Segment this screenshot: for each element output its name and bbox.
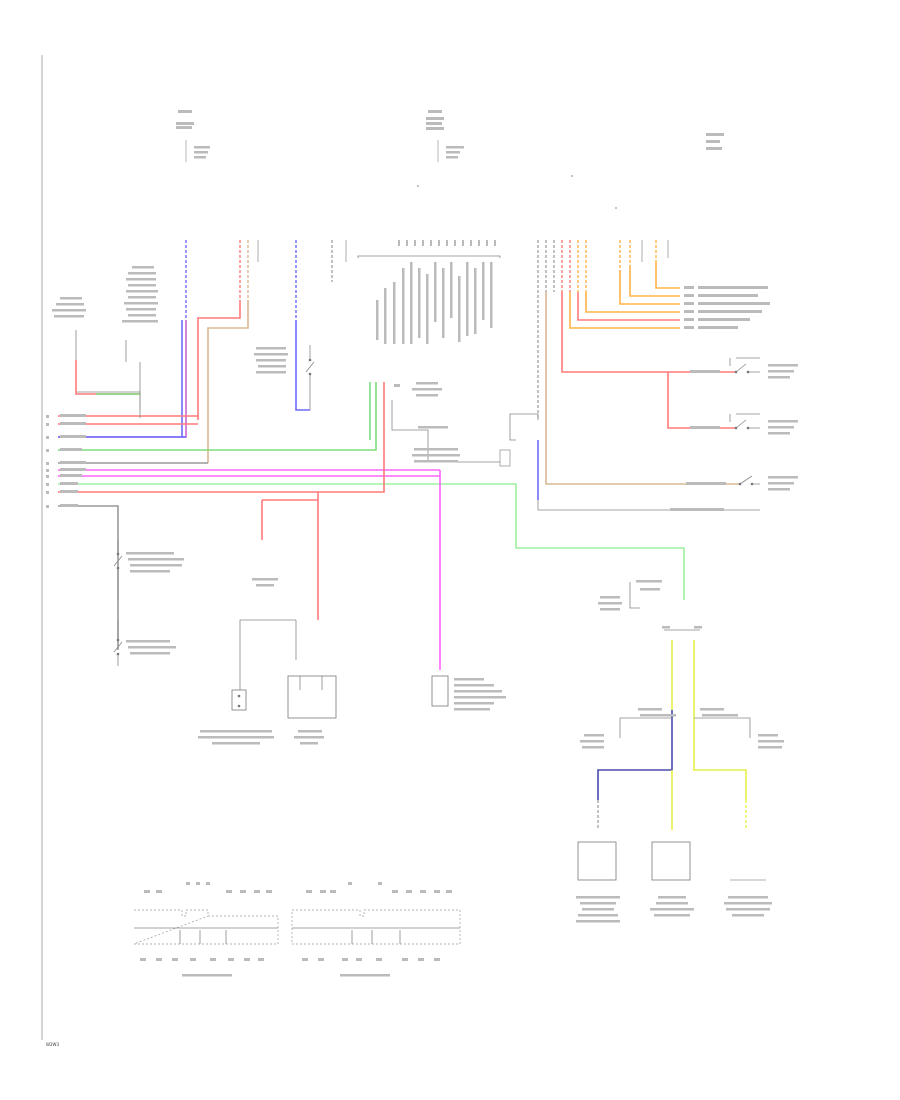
door-switch-stack	[113, 540, 184, 666]
right-switches	[729, 357, 798, 511]
connector-pinout-left	[133, 882, 279, 977]
mirror-module	[431, 675, 506, 711]
caption-module-stack	[122, 266, 158, 323]
left-pin-labels	[46, 414, 86, 508]
caption-upper-left	[52, 297, 86, 318]
trunk-lamp-module	[198, 578, 337, 745]
right-side-labels	[670, 286, 770, 511]
connector-pin-labels-center	[376, 262, 493, 344]
center-right-labels	[394, 384, 511, 467]
fuse-block-left	[176, 110, 210, 162]
bottom-modules	[576, 841, 772, 923]
right-connector-stack	[509, 240, 740, 511]
caption-central-unit	[412, 382, 442, 397]
fuse-block-center	[417, 110, 464, 187]
connector-pinout-right	[291, 882, 461, 977]
main-harness-bus	[58, 330, 685, 670]
sensor-harness	[580, 580, 784, 830]
fuse-block-right	[571, 133, 724, 209]
connector-bracket-center	[357, 255, 501, 258]
feed-wires-top	[58, 240, 347, 463]
caption-switch-center	[254, 347, 288, 374]
connector-pins-top-center	[398, 240, 496, 246]
footer-code: W2W3	[46, 1042, 59, 1047]
